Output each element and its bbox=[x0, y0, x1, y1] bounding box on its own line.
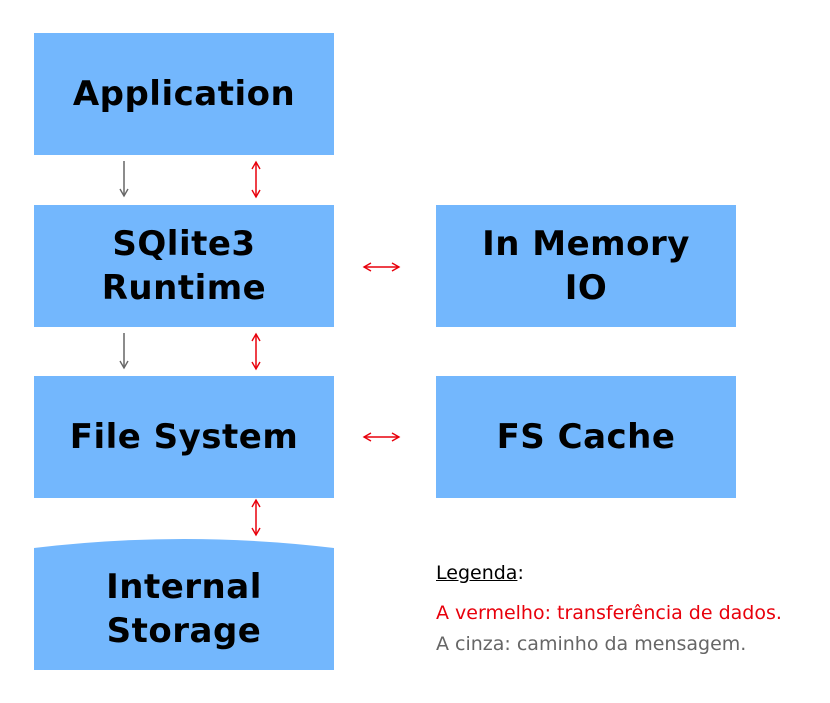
cylinder-shape bbox=[34, 539, 334, 670]
file-system-box: File System bbox=[34, 376, 334, 498]
internal-storage-cylinder: Internal Storage bbox=[34, 536, 334, 670]
internal-storage-label-wrap: Internal Storage bbox=[34, 548, 334, 670]
in-memory-io-box: In Memory IO bbox=[436, 205, 736, 327]
fs-cache-label: FS Cache bbox=[496, 417, 676, 457]
legend-title-text: Legenda bbox=[436, 562, 518, 584]
file-system-label: File System bbox=[69, 417, 299, 457]
application-box: Application bbox=[34, 33, 334, 155]
legend-red-entry: A vermelho: transferência de dados. bbox=[436, 602, 782, 624]
legend-gray-entry: A cinza: caminho da mensagem. bbox=[436, 633, 747, 655]
internal-storage-label: Internal Storage bbox=[106, 567, 262, 651]
sqlite-runtime-box: SQlite3 Runtime bbox=[34, 205, 334, 327]
sqlite-runtime-label: SQlite3 Runtime bbox=[101, 224, 267, 308]
legend-title-colon: : bbox=[517, 562, 524, 584]
application-label: Application bbox=[72, 74, 296, 114]
fs-cache-box: FS Cache bbox=[436, 376, 736, 498]
legend-title: Legenda: bbox=[436, 562, 524, 584]
in-memory-io-label: In Memory IO bbox=[482, 224, 690, 308]
